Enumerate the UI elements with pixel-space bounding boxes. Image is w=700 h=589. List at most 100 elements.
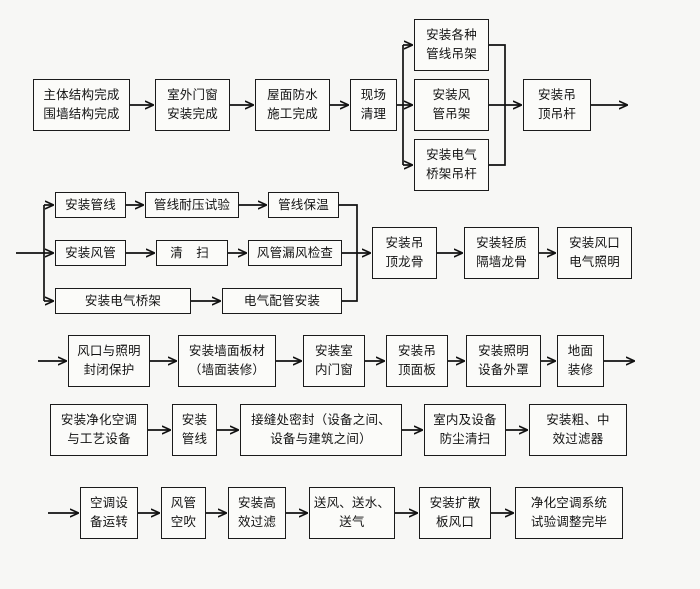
flow-node-label: 管线耐压试验 bbox=[153, 197, 231, 212]
flow-node-label: 安装各种 bbox=[426, 28, 477, 42]
flow-node-label: 室内及设备 bbox=[433, 413, 497, 427]
flow-node-label: 安装管线 bbox=[65, 197, 116, 212]
flow-node-label: 管吊架 bbox=[432, 107, 471, 121]
flow-node-label: 施工完成 bbox=[267, 107, 318, 121]
flow-node-label: 试验调整完毕 bbox=[530, 515, 608, 529]
flow-node-n14[interactable]: 风管漏风检查 bbox=[248, 240, 342, 266]
flow-node-label: 顶面板 bbox=[397, 363, 437, 377]
flow-node-label: 安装风管 bbox=[65, 245, 116, 260]
flow-node-label: 顶龙骨 bbox=[385, 255, 424, 269]
flow-node-n18[interactable]: 安装轻质隔墙龙骨 bbox=[464, 227, 539, 279]
flow-node-n24[interactable]: 安装照明设备外罩 bbox=[466, 335, 541, 387]
flow-node-n6[interactable]: 安装风管吊架 bbox=[414, 79, 489, 131]
flow-node-label: 效过滤 bbox=[237, 515, 277, 529]
flow-node-n36[interactable]: 净化空调系统试验调整完毕 bbox=[515, 487, 623, 539]
flow-node-n23[interactable]: 安装吊顶面板 bbox=[386, 335, 448, 387]
flow-node-n16[interactable]: 电气配管安装 bbox=[222, 288, 342, 314]
flow-node-n4[interactable]: 现场清理 bbox=[350, 79, 397, 131]
flow-node-label: 安装墙面板材 bbox=[188, 344, 266, 358]
flow-node-label: 安装电气 bbox=[426, 148, 477, 162]
flow-node-label: 现场 bbox=[360, 88, 387, 102]
flow-node-label: 安装吊 bbox=[397, 344, 437, 358]
flow-node-label: 空调设 bbox=[89, 496, 129, 510]
flow-node-label: （墙面装修） bbox=[188, 363, 266, 377]
flow-node-n21[interactable]: 安装墙面板材 （墙面装修） bbox=[178, 335, 276, 387]
flow-node-label: 空吹 bbox=[170, 515, 197, 529]
flow-node-label: 桥架吊杆 bbox=[426, 167, 477, 181]
flow-node-label: 电气照明 bbox=[569, 255, 620, 269]
flow-node-label: 装修 bbox=[567, 363, 594, 377]
flow-node-label: 封闭保护 bbox=[83, 363, 135, 377]
flow-node-label: 隔墙龙骨 bbox=[476, 255, 527, 269]
flow-node-label: 安装粗、中 bbox=[546, 413, 610, 427]
flow-node-label: 安装高 bbox=[237, 496, 277, 510]
flow-node-label: 安装扩散 bbox=[429, 496, 481, 510]
flow-node-label: 内门窗 bbox=[314, 363, 354, 377]
flow-node-label: 管线吊架 bbox=[426, 47, 477, 61]
flow-node-n33[interactable]: 安装高效过滤 bbox=[228, 487, 286, 539]
flow-node-label: 设备与建筑之间） bbox=[270, 432, 372, 446]
flow-node-n22[interactable]: 安装室内门窗 bbox=[303, 335, 365, 387]
flow-node-label: 风管漏风检查 bbox=[256, 245, 334, 260]
flow-node-label: 安装电气桥架 bbox=[84, 293, 162, 308]
flow-node-n9[interactable]: 安装管线 bbox=[55, 192, 126, 218]
flow-node-label: 风管 bbox=[170, 496, 197, 510]
flow-node-n30[interactable]: 安装粗、中效过滤器 bbox=[529, 404, 627, 456]
flow-node-label: 安装 bbox=[181, 413, 208, 427]
flow-node-label: 安装轻质 bbox=[476, 236, 527, 250]
flow-node-label: 安装吊 bbox=[385, 236, 424, 250]
flow-node-label: 顶吊杆 bbox=[537, 107, 577, 121]
flow-node-label: 备运转 bbox=[89, 515, 129, 529]
flow-node-label: 室外门窗 bbox=[167, 88, 218, 102]
flow-node-label: 风口与照明 bbox=[77, 344, 141, 358]
flow-node-label: 安装照明 bbox=[478, 344, 529, 358]
flow-node-n29[interactable]: 室内及设备防尘清扫 bbox=[424, 404, 506, 456]
flow-node-n20[interactable]: 风口与照明封闭保护 bbox=[68, 335, 150, 387]
flow-node-n3[interactable]: 屋面防水施工完成 bbox=[255, 79, 330, 131]
flow-node-n27[interactable]: 安装管线 bbox=[172, 404, 217, 456]
flow-node-label: 安装风 bbox=[432, 88, 471, 102]
flow-node-label: 效过滤器 bbox=[552, 432, 604, 446]
flow-node-n35[interactable]: 安装扩散板风口 bbox=[419, 487, 491, 539]
flow-node-label: 清理 bbox=[360, 107, 387, 121]
flow-node-label: 清 扫 bbox=[170, 245, 214, 260]
flow-node-n2[interactable]: 室外门窗安装完成 bbox=[155, 79, 230, 131]
flow-node-label: 安装室 bbox=[314, 344, 354, 358]
flow-node-label: 安装完成 bbox=[167, 107, 218, 121]
flow-node-n5[interactable]: 安装各种管线吊架 bbox=[414, 19, 489, 71]
flow-node-label: 安装吊 bbox=[537, 88, 577, 102]
flow-node-n15[interactable]: 安装电气桥架 bbox=[55, 288, 191, 314]
flow-node-label: 防尘清扫 bbox=[439, 432, 491, 446]
flow-node-n25[interactable]: 地面装修 bbox=[557, 335, 604, 387]
flow-node-label: 送风、送水、 bbox=[313, 496, 391, 510]
flow-node-label: 安装风口 bbox=[569, 236, 620, 250]
connector-merge-spine-1 bbox=[489, 44, 506, 166]
flow-node-n31[interactable]: 空调设备运转 bbox=[80, 487, 138, 539]
flow-node-n10[interactable]: 管线耐压试验 bbox=[145, 192, 239, 218]
flow-node-label: 管线 bbox=[181, 432, 208, 446]
flow-node-label: 设备外罩 bbox=[478, 363, 529, 377]
flow-node-n13[interactable]: 清 扫 bbox=[156, 240, 228, 266]
flow-node-n26[interactable]: 安装净化空调与工艺设备 bbox=[50, 404, 148, 456]
flow-node-label: 接缝处密封（设备之间、 bbox=[251, 413, 391, 427]
flow-node-n17[interactable]: 安装吊顶龙骨 bbox=[372, 227, 437, 279]
flow-node-n11[interactable]: 管线保温 bbox=[268, 192, 339, 218]
flow-node-n7[interactable]: 安装电气桥架吊杆 bbox=[414, 139, 489, 191]
flow-node-label: 地面 bbox=[567, 344, 594, 358]
flow-node-label: 净化空调系统 bbox=[530, 496, 608, 510]
flow-node-label: 主体结构完成 bbox=[43, 88, 120, 102]
flow-node-n28[interactable]: 接缝处密封（设备之间、设备与建筑之间） bbox=[240, 404, 402, 456]
flow-node-label: 围墙结构完成 bbox=[43, 107, 120, 121]
flow-node-n12[interactable]: 安装风管 bbox=[55, 240, 126, 266]
flow-node-n1[interactable]: 主体结构完成围墙结构完成 bbox=[33, 79, 130, 131]
flow-node-label: 板风口 bbox=[435, 515, 475, 529]
flow-node-label: 与工艺设备 bbox=[67, 432, 131, 446]
flow-node-label: 屋面防水 bbox=[267, 88, 318, 102]
flow-node-n32[interactable]: 风管空吹 bbox=[161, 487, 206, 539]
flow-node-n34[interactable]: 送风、送水、送气 bbox=[309, 487, 395, 539]
flow-node-label: 管线保温 bbox=[278, 197, 329, 212]
flow-node-n8[interactable]: 安装吊顶吊杆 bbox=[523, 79, 591, 131]
flow-node-n19[interactable]: 安装风口电气照明 bbox=[557, 227, 632, 279]
flow-node-label: 电气配管安装 bbox=[243, 293, 321, 308]
